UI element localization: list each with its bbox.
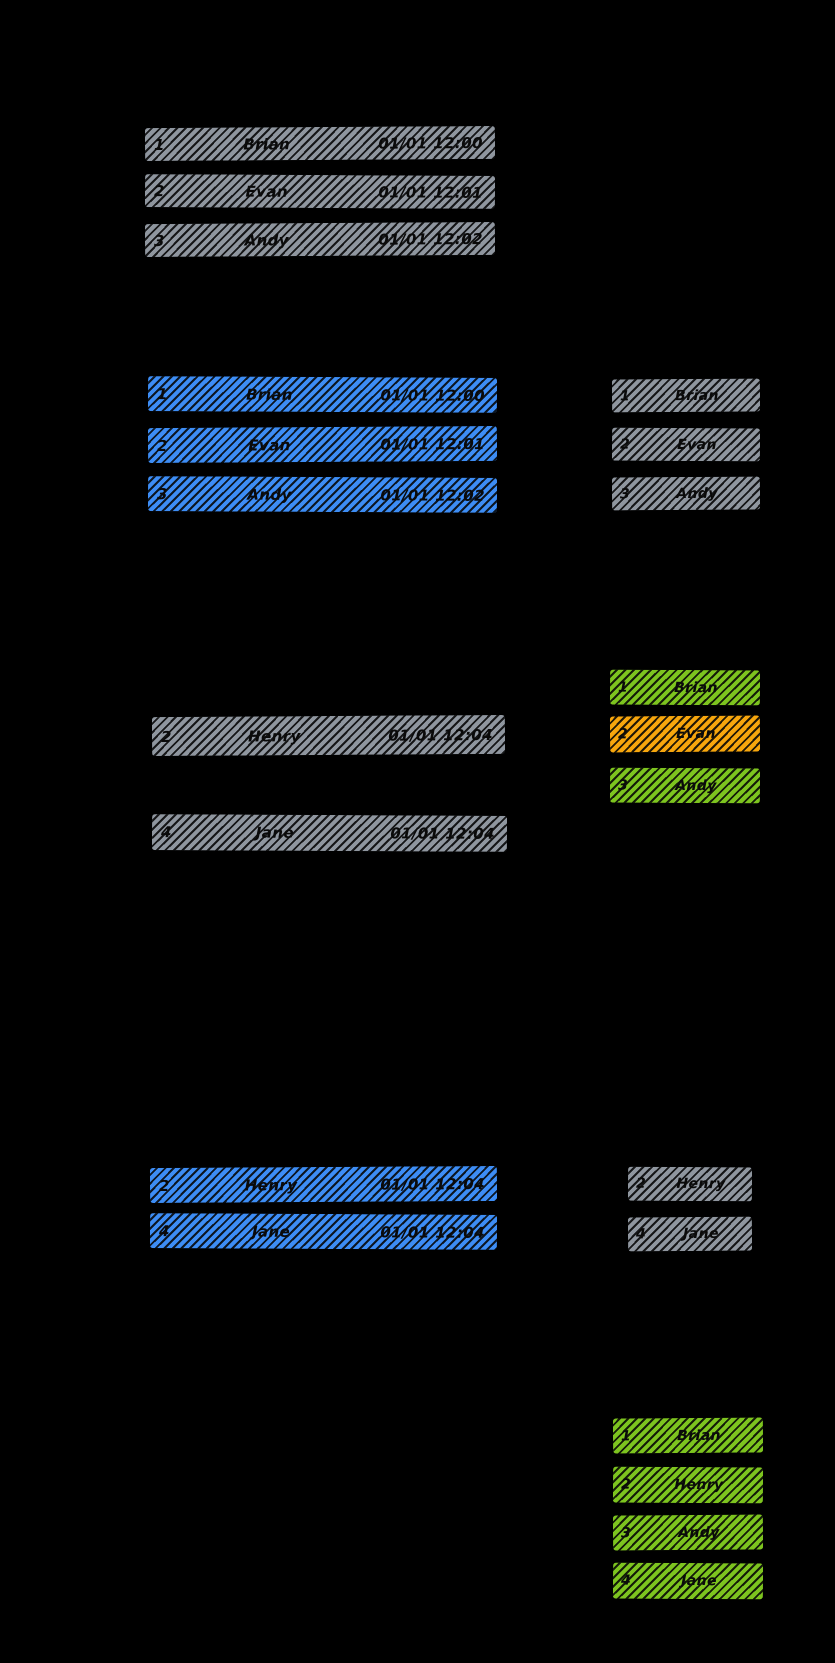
row-timestamp: 01/01 12:04 [380,1174,486,1194]
row-name: Henry [674,1476,724,1494]
table-row: 4 Jane [627,1216,753,1252]
row-id: 3 [156,484,168,503]
row-id: 2 [156,436,168,455]
table-row: 3 Andy [611,476,761,511]
table-row: 1 Brian 01/01 12:00 [147,376,498,413]
table-row: 2 Henry 01/01 12:04 [149,1165,498,1204]
row-name: Jane [251,1222,291,1241]
row-timestamp: 01/01 12:02 [380,485,486,505]
row-id: 3 [619,485,631,502]
row-timestamp: 01/01 12:02 [378,229,484,249]
table-row: 3 Andy [612,1514,764,1551]
row-name: Andy [678,1524,720,1541]
row-timestamp: 01/01 12:04 [388,725,494,745]
row-id: 4 [620,1572,632,1589]
row-name: Evan [245,182,289,201]
row-id: 3 [153,231,165,250]
row-name: Henry [676,1175,726,1193]
row-name: Brian [675,387,719,404]
row-timestamp: 01/01 12:04 [380,1222,486,1242]
row-name: Evan [248,435,291,454]
row-timestamp: 01/01 12:00 [380,385,486,405]
row-name: Brian [677,1427,721,1444]
row-id: 4 [158,1221,170,1240]
table-row: 4 Jane 01/01 12:04 [151,814,508,852]
row-id: 1 [620,1427,632,1444]
row-name: Brian [246,385,293,404]
table-row: 2 Evan 01/01 12:01 [144,174,496,209]
row-id: 2 [158,1176,170,1195]
row-id: 2 [619,436,631,453]
table-row: 2 Evan 01/01 12:01 [147,425,498,464]
row-name: Evan [676,725,716,743]
table-row: 1 Brian 01/01 12:00 [144,125,496,162]
table-row: 4 Jane [612,1562,764,1600]
row-timestamp: 01/01 12:01 [380,434,486,454]
table-row: 4 Jane 01/01 12:04 [149,1213,498,1250]
row-timestamp: 01/01 12:04 [390,824,496,843]
table-row: 2 Evan [609,715,761,753]
row-name: Brian [674,679,718,696]
table-row: 2 Henry [627,1166,753,1202]
row-id: 1 [156,384,168,403]
row-name: Jane [255,823,295,842]
table-row: 3 Andy 01/01 12:02 [147,476,498,513]
table-row: 3 Andy 01/01 12:02 [144,221,496,258]
table-row: 2 Evan [611,427,761,462]
row-id: 2 [160,727,172,746]
table-row: 1 Brian [611,378,761,413]
row-name: Henry [244,1175,298,1194]
row-name: Andy [676,485,718,502]
row-name: Jane [683,1225,719,1243]
row-timestamp: 01/01 12:01 [378,182,484,202]
row-name: Andy [244,230,290,249]
row-id: 1 [619,387,631,404]
table-row: 2 Henry [612,1466,764,1504]
row-timestamp: 01/01 12:00 [378,133,484,153]
row-id: 2 [635,1175,647,1192]
row-id: 4 [160,823,172,842]
row-id: 2 [620,1476,632,1493]
table-row: 3 Andy [609,767,761,804]
row-name: Andy [247,485,292,504]
row-id: 3 [620,1524,632,1541]
table-row: 2 Henry 01/01 12:04 [151,714,506,757]
row-name: Brian [243,134,291,153]
row-id: 4 [635,1226,647,1243]
row-id: 2 [617,726,629,743]
row-id: 1 [617,679,629,696]
row-name: Evan [677,436,717,453]
table-row: 1 Brian [612,1417,764,1454]
row-id: 2 [153,181,165,200]
row-name: Henry [248,726,301,745]
row-name: Andy [675,777,717,794]
row-name: Jane [681,1572,717,1590]
row-id: 3 [617,777,629,794]
row-id: 1 [153,135,165,154]
table-row: 1 Brian [609,669,761,706]
